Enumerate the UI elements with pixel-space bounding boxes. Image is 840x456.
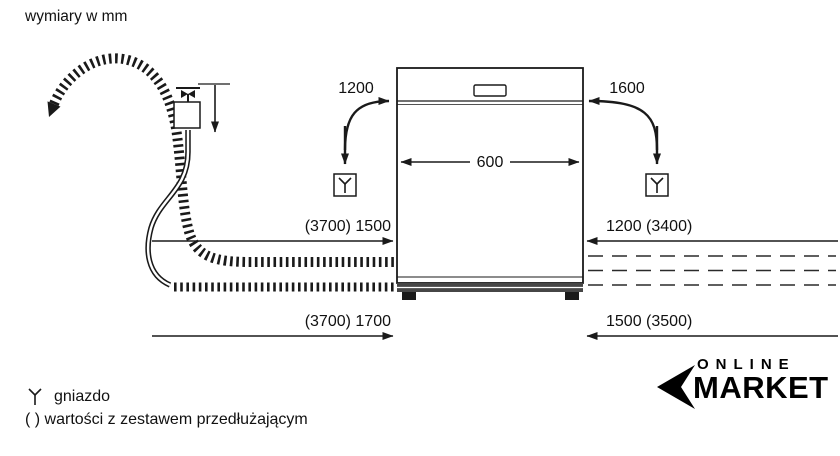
drain-hose [47, 53, 399, 267]
tap-icon [173, 87, 201, 129]
dimension-top-left: 1200 [333, 80, 390, 197]
dimension-mid-right-label: 1200 (3400) [606, 218, 692, 235]
dimension-top-right: 1600 [588, 80, 669, 197]
cursor-arrow-icon [657, 365, 695, 409]
foot-right [565, 292, 579, 300]
dimension-top-right-label: 1600 [609, 80, 645, 97]
dimension-bottom-left-label: (3700) 1700 [305, 313, 391, 330]
extension-hose-dashes [588, 255, 836, 286]
socket-icon [28, 388, 42, 405]
hose-end-arrow-icon [47, 101, 61, 117]
dimension-mid-right: 1200 (3400) [586, 218, 838, 245]
dishwasher [396, 67, 584, 300]
socket-icon [333, 173, 357, 197]
logo-line1: ONLINE [697, 356, 796, 373]
dimension-width: 600 [400, 154, 580, 171]
dimension-top-left-label: 1200 [338, 80, 374, 97]
legend-socket-label: gniazdo [54, 388, 111, 405]
legend-extension-note: ( ) wartości z zestawem przedłużającym [25, 411, 308, 428]
logo-line2: MARKET [693, 370, 829, 405]
control-display [473, 84, 507, 97]
legend: gniazdo ( ) wartości z zestawem przedłuż… [25, 386, 308, 429]
socket-icon [645, 173, 669, 197]
dimension-bottom-left: (3700) 1700 [152, 313, 394, 340]
dimension-mid-left-label: (3700) 1500 [305, 218, 391, 235]
tap-height-arrow [198, 83, 230, 133]
online-market-logo: ONLINE MARKET [657, 356, 837, 409]
dimension-mid-left: (3700) 1500 [152, 218, 394, 245]
dimension-width-label: 600 [477, 154, 504, 171]
foot-left [402, 292, 416, 300]
dimension-bottom-right: 1500 (3500) [586, 313, 838, 340]
aquastop-box [173, 101, 201, 129]
dimension-bottom-right-label: 1500 (3500) [606, 313, 692, 330]
supply-hose [145, 130, 399, 292]
page-title: wymiary w mm [25, 8, 128, 25]
